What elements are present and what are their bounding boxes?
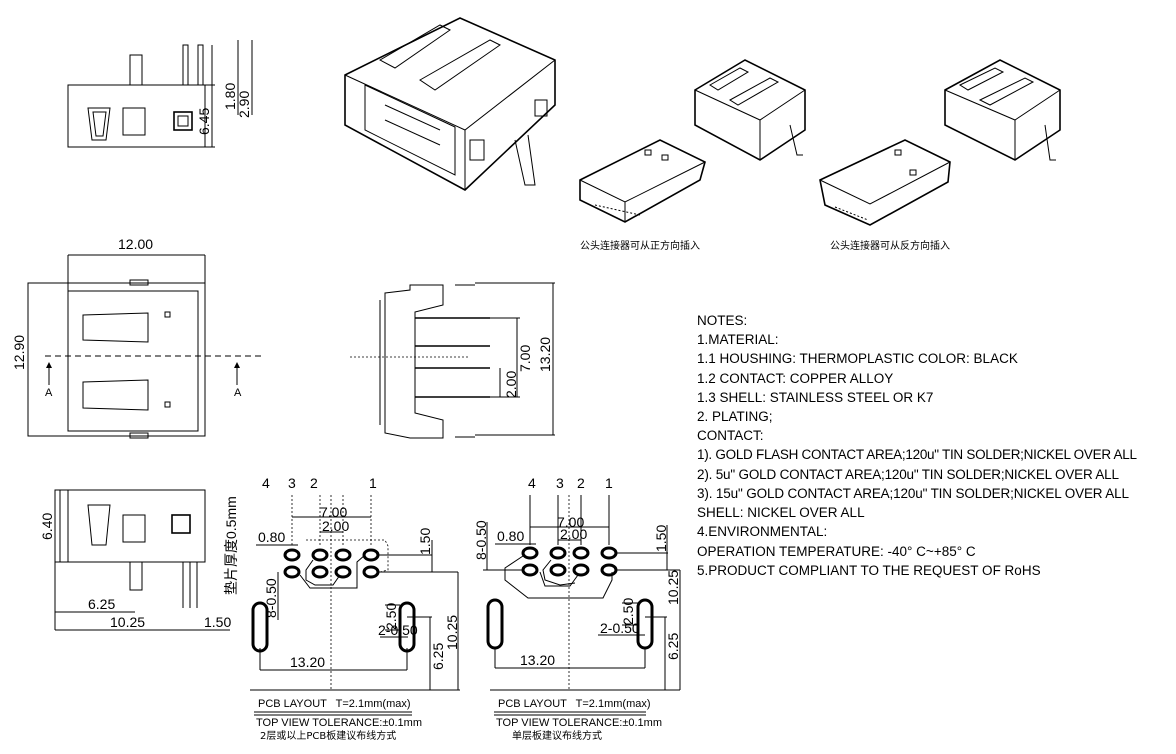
dim-1-80: 1.80	[222, 83, 238, 110]
dim-6-25: 6.25	[430, 643, 446, 670]
pin-number: 2	[577, 475, 585, 491]
dim-10-25: 10.25	[110, 614, 145, 630]
note-line: 1). GOLD FLASH CONTACT AREA;120u" TIN SO…	[697, 447, 1137, 462]
dim-6-45: 6.45	[196, 108, 212, 135]
dim-6-40: 6.40	[39, 513, 55, 540]
section-label-a-left: A	[45, 387, 53, 399]
dim-10-25: 10.25	[665, 570, 681, 605]
dim-2-50: 2.50	[383, 603, 399, 630]
tolerance-note: TOP VIEW TOLERANCE:±0.1mm	[496, 717, 662, 729]
note-line: 2). 5u" GOLD CONTACT AREA;120u" TIN SOLD…	[697, 467, 1119, 482]
dim-2-90: 2.90	[236, 91, 252, 118]
dim-10-25: 10.25	[444, 615, 460, 650]
note-line: 5.PRODUCT COMPLIANT TO THE REQUEST OF Ro…	[697, 563, 1041, 578]
dim-2-50: 2.50	[620, 598, 636, 625]
note-line: 3). 15u" GOLD CONTACT AREA;120u" TIN SOL…	[697, 486, 1129, 501]
contact-pins	[415, 317, 490, 398]
note-line: 1.1 HOUSHING: THERMOPLASTIC COLOR: BLACK	[697, 351, 1018, 366]
dim-1-50: 1.50	[417, 528, 433, 555]
dim-7-00: 7.00	[517, 345, 533, 372]
dim-8-0-50: 8-0.50	[473, 520, 489, 560]
dim-13-20: 13.20	[290, 654, 325, 670]
note-line: 2. PLATING;	[697, 409, 773, 424]
shim-thickness-note: 垫片厚度0.5mm	[223, 496, 239, 595]
pin-number: 3	[288, 475, 296, 491]
dim-12-00: 12.00	[118, 236, 153, 252]
dim-2-0-50: 2-0.50	[378, 622, 418, 638]
dim-13-20: 13.20	[537, 337, 553, 372]
dim-6-25: 6.25	[88, 596, 115, 612]
dim-2-00: 2.00	[503, 371, 519, 398]
dim-13-20: 13.20	[520, 652, 555, 668]
pin-number: 4	[262, 475, 270, 491]
pcb-layout-title: PCB LAYOUT T=2.1mm(max)	[498, 698, 651, 710]
iso-view-forward-insert	[579, 59, 806, 223]
notes-heading: NOTES:	[697, 313, 747, 328]
note-line: 1.MATERIAL:	[697, 332, 779, 347]
dim-7-00: 7.00	[320, 504, 347, 520]
pcb-layout-title: PCB LAYOUT T=2.1mm(max)	[258, 698, 411, 710]
caption-forward-insert: 公头连接器可从正方向插入	[580, 239, 700, 252]
dim-1-50: 1.50	[204, 614, 231, 630]
pcb-pads	[251, 548, 416, 653]
bottom-view: 6.40 6.25 10.25 1.50 垫片厚度0.5mm	[39, 489, 239, 631]
front-view: A A 12.00 12.90	[11, 236, 265, 439]
pcb-layout-double-layer: 4 3 2 1 7.00 2.00 0.80	[250, 475, 460, 742]
caption-reverse-insert: 公头连接器可从反方向插入	[830, 239, 950, 252]
dim-2-00: 2.00	[322, 518, 349, 534]
note-line: 1.2 CONTACT: COPPER ALLOY	[697, 371, 893, 386]
pin-number: 4	[528, 475, 536, 491]
iso-view-receptacle-large	[344, 17, 556, 191]
pin-number: 1	[605, 475, 613, 491]
routing-note: 单层板建议布线方式	[512, 729, 602, 742]
dim-2-00: 2.00	[560, 526, 587, 542]
note-line: SHELL: NICKEL OVER ALL	[697, 505, 865, 520]
notes-block: NOTES: 1.MATERIAL: 1.1 HOUSHING: THERMOP…	[697, 313, 1137, 578]
dim-0-80: 0.80	[497, 528, 524, 544]
dim-0-80: 0.80	[258, 529, 285, 545]
pin-number: 3	[556, 475, 564, 491]
routing-note: 2层或以上PCB板建议布线方式	[260, 729, 396, 742]
dim-12-90: 12.90	[11, 335, 27, 370]
dim-6-25: 6.25	[665, 633, 681, 660]
section-label-a-right: A	[234, 387, 242, 399]
tolerance-note: TOP VIEW TOLERANCE:±0.1mm	[256, 717, 422, 729]
pin-number: 2	[310, 475, 318, 491]
pcb-pads	[486, 546, 654, 650]
dim-2-0-50: 2-0.50	[600, 620, 640, 636]
dim-7-00: 7.00	[557, 514, 584, 530]
iso-view-reverse-insert	[819, 59, 1061, 226]
dim-1-50: 1.50	[653, 525, 669, 552]
pin-number: 1	[369, 475, 377, 491]
note-line: 1.3 SHELL: STAINLESS STEEL OR K7	[697, 390, 933, 405]
dim-8-0-50: 8-0.50	[263, 578, 279, 618]
note-line: CONTACT:	[697, 428, 764, 443]
right-view: 7.00 2.00 13.20	[350, 282, 555, 439]
note-line: OPERATION TEMPERATURE: -40° C~+85° C	[697, 544, 976, 559]
note-line: 4.ENVIRONMENTAL:	[697, 524, 827, 539]
side-view-top: 6.45 1.80 2.90	[67, 40, 253, 148]
pcb-layout-single-layer: 4 3 2 1 7.00 2.00 0.80	[473, 475, 681, 742]
